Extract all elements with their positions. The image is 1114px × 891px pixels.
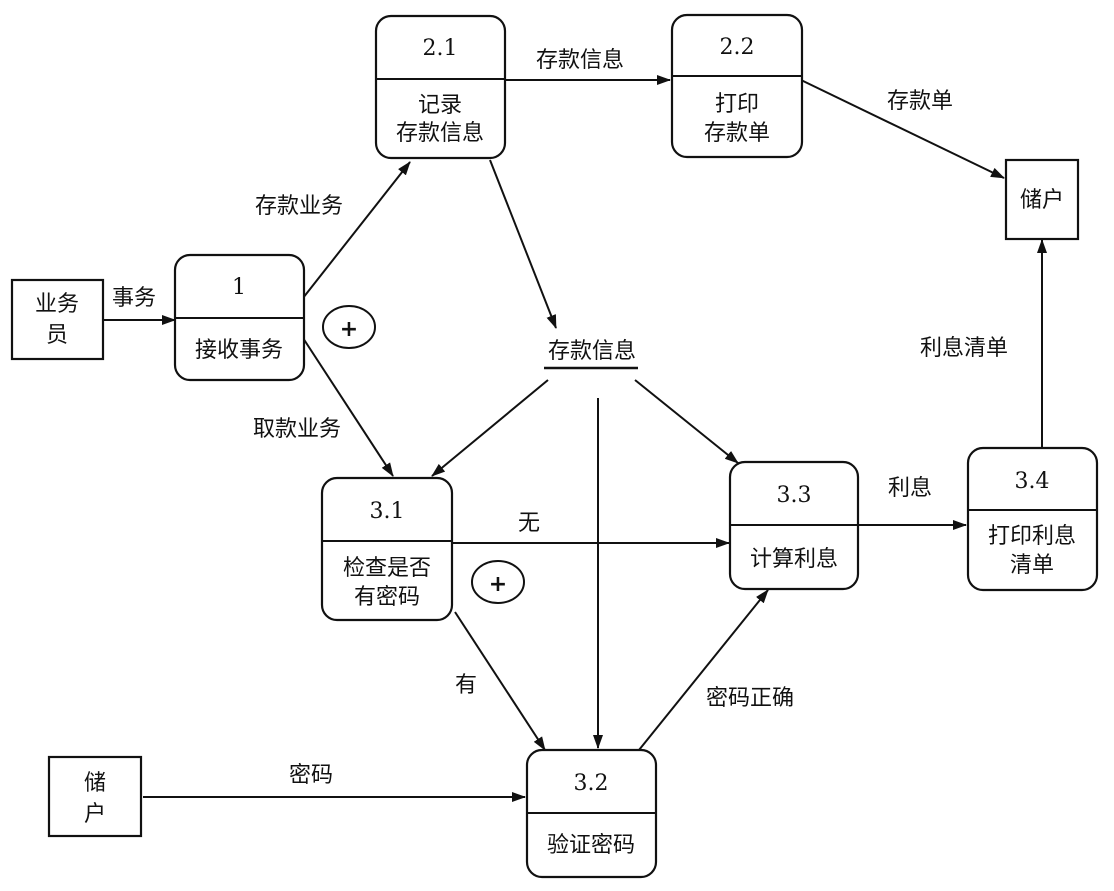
process-2-2-name-line-2: 存款单 — [704, 121, 770, 146]
process-2-2-name-line-1: 打印 — [715, 92, 759, 117]
flows — [103, 75, 1047, 802]
flow-label-interest-list: 利息清单 — [920, 336, 1008, 361]
process-2-1-name-line-2: 存款信息 — [396, 121, 484, 146]
flow-labels: 事务 存款业务 取款业务 存款信息 存款单 利息清单 利息 无 有 密码 密码正… — [112, 48, 1008, 788]
process-2-2: 2.2 打印 存款单 — [670, 13, 804, 159]
flow-label-deposit-business: 存款业务 — [255, 194, 343, 219]
flow-has — [454, 611, 546, 751]
flow-label-interest: 利息 — [888, 476, 932, 501]
flow-deposit-business — [302, 161, 411, 299]
process-3-3: 3.3 计算利息 — [728, 460, 860, 591]
process-1-name: 接收事务 — [195, 338, 283, 363]
entity-depositor-bottom: 储 户 — [47, 755, 143, 838]
entity-clerk: 业务 员 — [10, 278, 105, 361]
data-store-label: 存款信息 — [548, 339, 636, 364]
data-store-deposit-info: 存款信息 — [544, 339, 638, 370]
process-3-4-id: 3.4 — [1015, 469, 1050, 494]
process-2-1: 2.1 记录 存款信息 — [374, 14, 507, 160]
flow-withdraw-business — [302, 337, 394, 477]
process-1: 1 接收事务 — [173, 253, 306, 382]
flow-store-to-3-1 — [431, 379, 549, 477]
flow-label-deposit-slip: 存款单 — [887, 89, 953, 114]
process-3-3-id: 3.3 — [777, 483, 812, 508]
process-3-1-id: 3.1 — [370, 499, 405, 524]
flow-store-to-3-3 — [634, 379, 739, 464]
flow-label-none: 无 — [518, 511, 540, 536]
process-3-1-name-line-2: 有密码 — [354, 585, 420, 610]
entity-clerk-line-1: 业务 — [35, 292, 79, 317]
operator-or-2: + — [471, 560, 525, 604]
entity-depositor-bottom-line-2: 户 — [84, 802, 106, 827]
entity-clerk-line-2: 员 — [46, 323, 68, 348]
process-2-1-name-line-1: 记录 — [418, 93, 462, 118]
flow-label-password: 密码 — [289, 763, 333, 788]
flow-deposit-info-to-store — [489, 159, 557, 329]
process-3-4-name-line-1: 打印利息 — [988, 524, 1076, 549]
process-2-2-id: 2.2 — [720, 35, 755, 60]
flow-label-has: 有 — [455, 673, 477, 698]
flow-label-withdraw-business: 取款业务 — [253, 417, 341, 442]
process-3-4: 3.4 打印利息 清单 — [966, 446, 1099, 592]
entity-depositor-bottom-line-1: 储 — [84, 771, 106, 796]
flow-password-correct — [638, 589, 769, 751]
process-3-2-id: 3.2 — [574, 771, 609, 796]
flow-label-password-correct: 密码正确 — [706, 686, 794, 711]
process-1-id: 1 — [232, 275, 246, 300]
process-3-1: 3.1 检查是否 有密码 — [320, 476, 454, 622]
process-3-1-name-line-1: 检查是否 — [343, 556, 431, 581]
process-3-2: 3.2 验证密码 — [525, 748, 658, 879]
process-2-1-id: 2.1 — [423, 36, 458, 61]
process-3-2-name: 验证密码 — [547, 833, 635, 858]
svg-text:+: + — [489, 572, 507, 597]
flow-label-deposit-info: 存款信息 — [536, 48, 624, 73]
svg-text:+: + — [340, 317, 358, 342]
operator-or-1: + — [322, 305, 376, 349]
entity-depositor-top-label: 储户 — [1020, 188, 1064, 213]
flow-deposit-slip — [800, 79, 1005, 179]
flow-label-transaction: 事务 — [112, 286, 156, 311]
process-3-3-name: 计算利息 — [750, 547, 838, 572]
entity-depositor-top: 储户 — [1004, 158, 1080, 241]
process-3-4-name-line-2: 清单 — [1010, 553, 1054, 578]
